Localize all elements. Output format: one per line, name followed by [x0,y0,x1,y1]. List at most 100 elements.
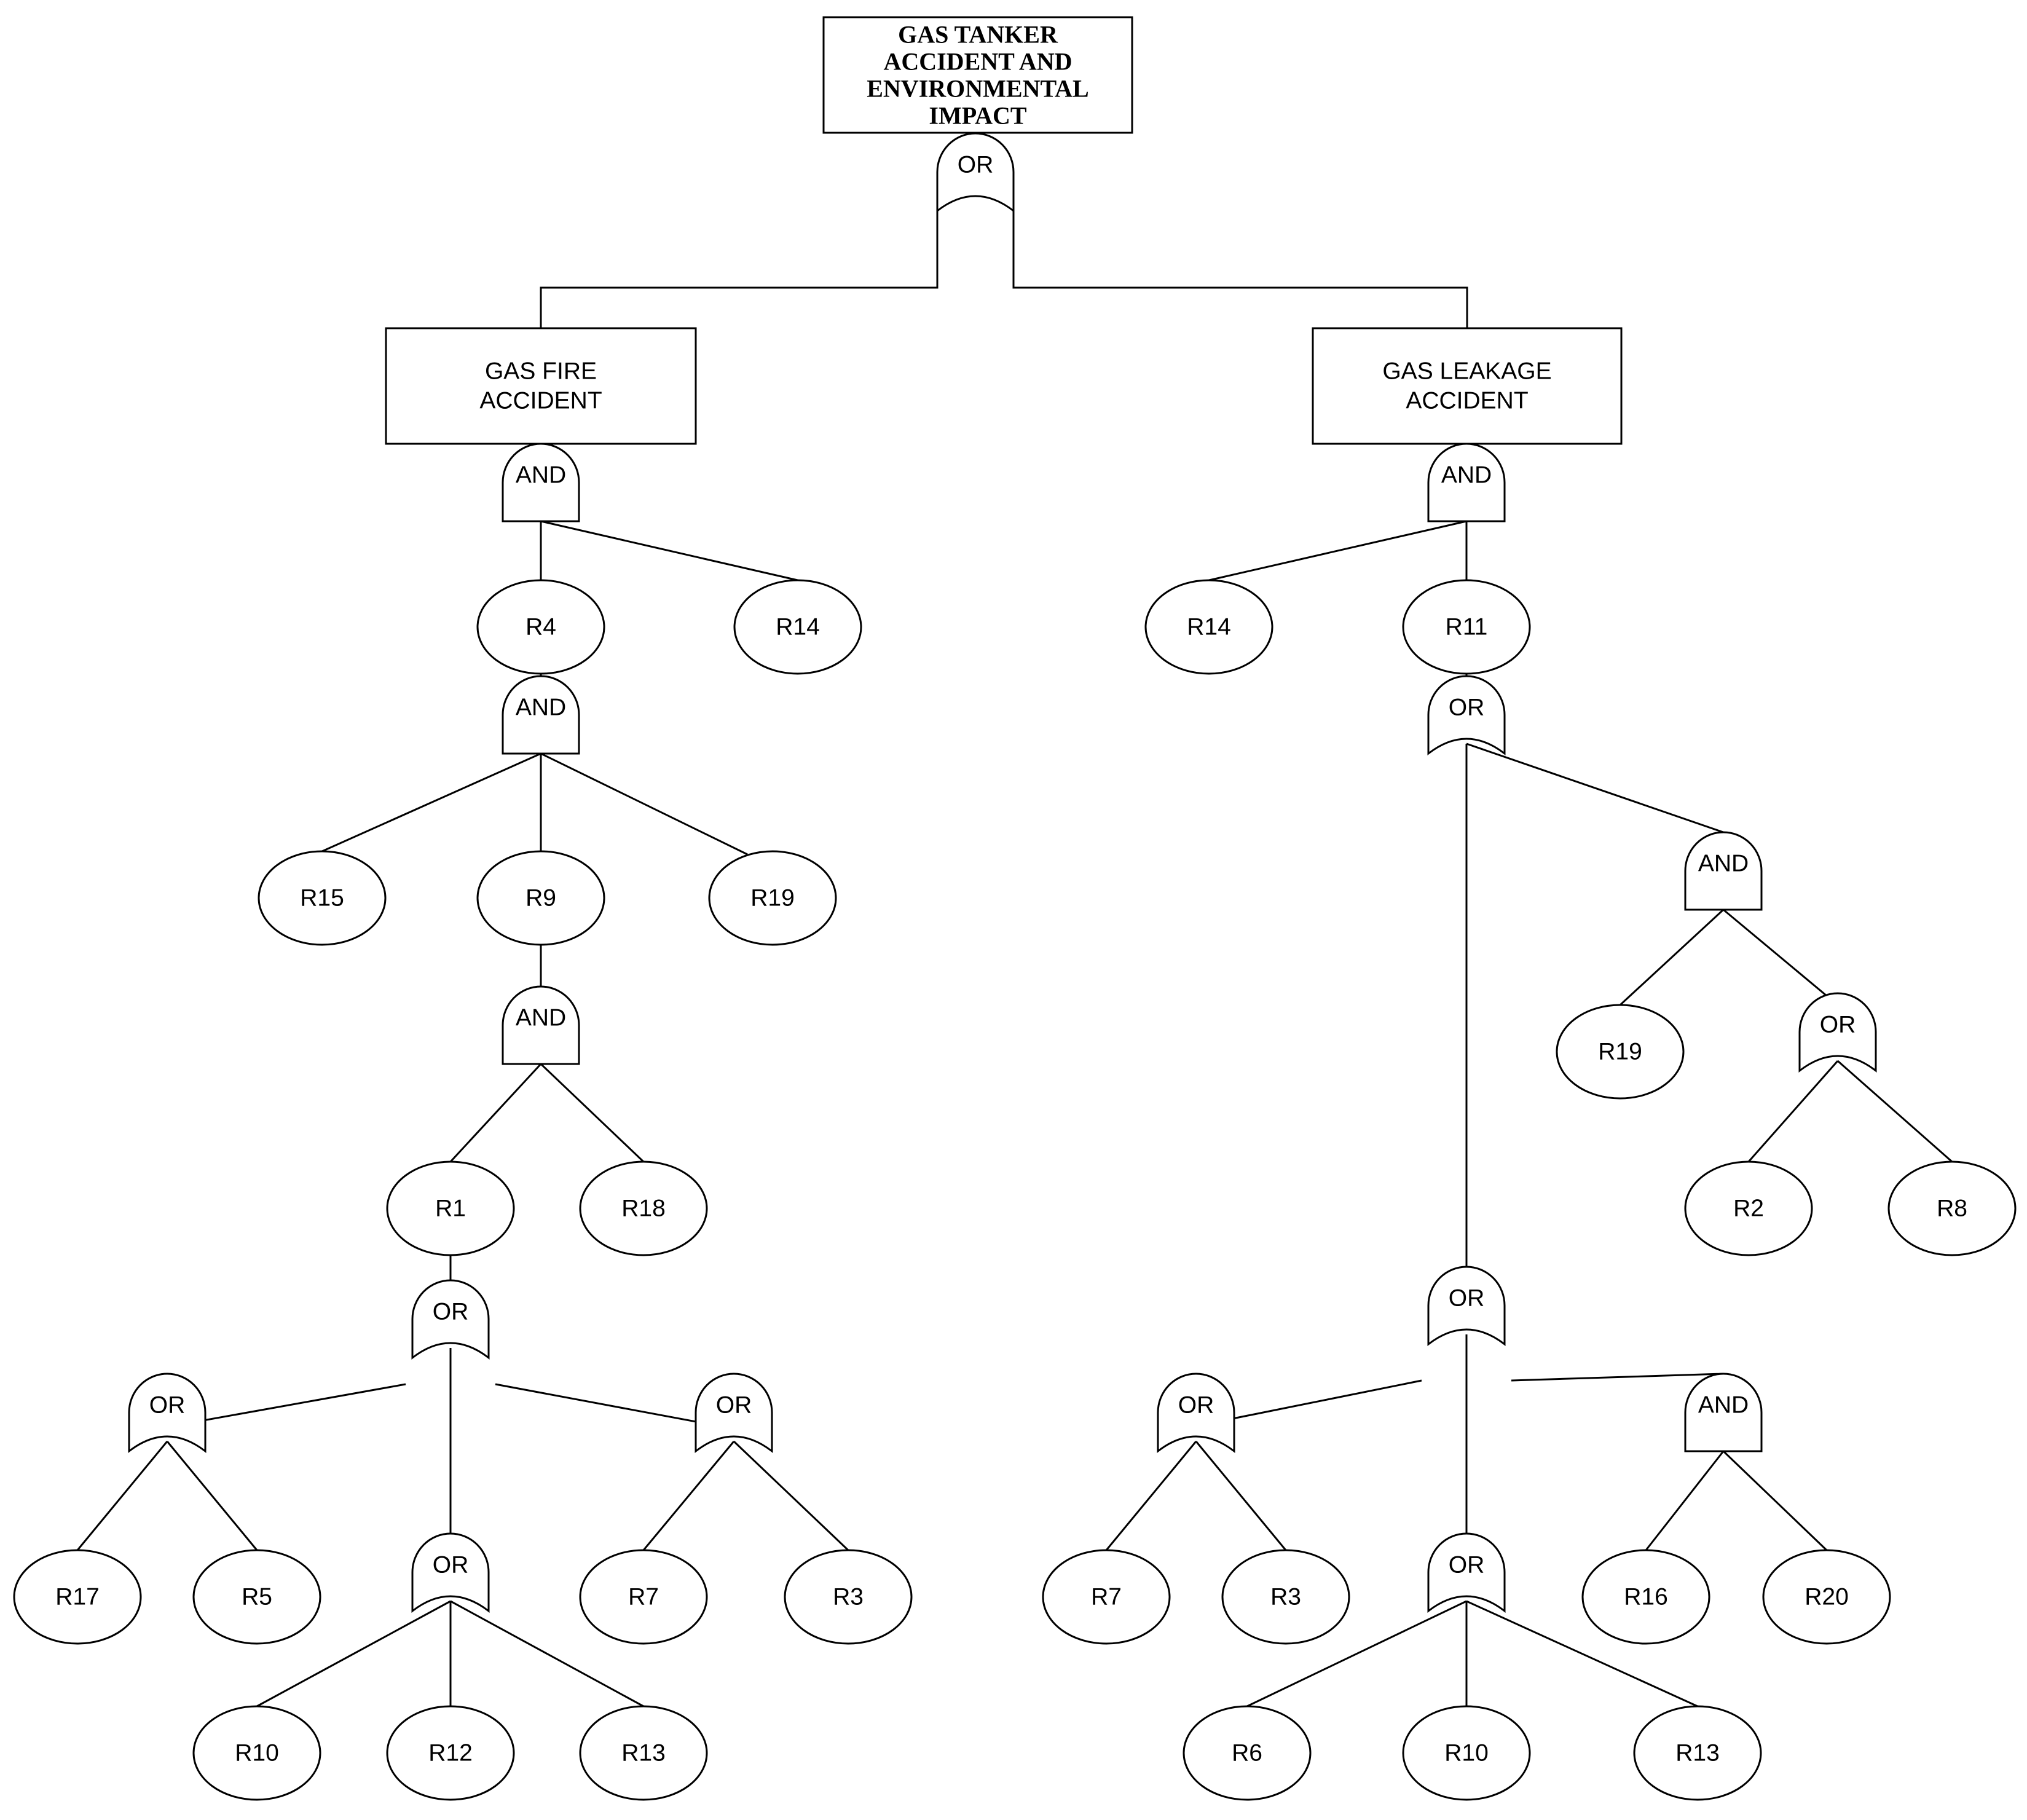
and-gate-gL8-shape [1684,1373,1763,1452]
basic-event-l-r8-label: R8 [1937,1196,1967,1222]
or-gate-gL2-label: OR [1449,695,1485,721]
basic-event-f-r1-label: R1 [435,1196,466,1222]
basic-event-l-r14-label: R14 [1187,614,1231,640]
top-event-box-border [822,16,1133,134]
basic-event-l-r2-ellipse [1684,1160,1813,1256]
and-gate-gL3-shape [1684,831,1763,911]
or-gate-gF5-shape [128,1373,207,1454]
basic-event-l-r13-label: R13 [1675,1740,1720,1767]
basic-event-f-r19-ellipse [708,850,837,946]
basic-event-f-r7: R7 [579,1549,708,1645]
basic-event-l-r2: R2 [1684,1160,1813,1256]
or-gate-gF5-label: OR [149,1392,186,1419]
basic-event-f-r18: R18 [579,1160,708,1256]
and-gate-gL3: AND [1684,831,1763,911]
basic-event-f-r4: R4 [476,579,605,675]
basic-event-f-r18-label: R18 [621,1196,666,1222]
connector-lines [76,132,1953,1708]
or-gate-gL4-shape [1798,992,1877,1073]
basic-event-f-r12-label: R12 [428,1740,473,1767]
or-gate-gF6-shape [695,1373,773,1454]
basic-event-l-r11-ellipse [1402,579,1531,675]
and-gate-gF1-shape [502,443,580,522]
basic-event-l-r10-label: R10 [1444,1740,1489,1767]
basic-event-f-r1: R1 [386,1160,515,1256]
basic-event-f-r5: R5 [192,1549,321,1645]
basic-event-l-r16-ellipse [1581,1549,1710,1645]
or-gate-gL6-label: OR [1178,1392,1214,1419]
basic-event-l-r13-ellipse [1633,1705,1762,1801]
basic-event-f-r9: R9 [476,850,605,946]
or-gate-gL7: OR [1427,1532,1506,1613]
or-gate-g0-label: OR [958,152,994,178]
basic-event-f-r7-label: R7 [628,1584,659,1610]
basic-event-f-r12: R12 [386,1705,515,1801]
gas-leakage-accident-box: GAS LEAKAGE ACCIDENT [1312,327,1623,445]
basic-event-f-r10-label: R10 [235,1740,279,1767]
basic-event-l-r11: R11 [1402,579,1531,675]
basic-event-f-r13: R13 [579,1705,708,1801]
basic-event-l-r7: R7 [1042,1549,1171,1645]
basic-event-f-r19: R19 [708,850,837,946]
gas-leakage-accident-box-label-line: GAS LEAKAGE [1382,358,1551,385]
basic-event-l-r13: R13 [1633,1705,1762,1801]
basic-event-f-r18-ellipse [579,1160,708,1256]
basic-event-l-r16-label: R16 [1624,1584,1668,1610]
basic-event-l-r6-label: R6 [1232,1740,1262,1767]
or-gate-gL4-label: OR [1820,1012,1856,1038]
or-gate-gL5: OR [1427,1266,1506,1347]
or-gate-gL7-shape [1427,1532,1506,1613]
or-gate-gF7-label: OR [433,1552,469,1578]
basic-event-f-r5-ellipse [192,1549,321,1645]
basic-event-l-r10: R10 [1402,1705,1531,1801]
basic-event-f-r15-label: R15 [300,885,344,912]
or-gate-gF4-shape [411,1279,490,1360]
basic-event-l-r3-label: R3 [1270,1584,1301,1610]
basic-event-l-r19: R19 [1556,1004,1685,1100]
basic-event-l-r20: R20 [1762,1549,1891,1645]
basic-event-l-r14: R14 [1144,579,1273,675]
and-gate-gF3: AND [502,985,580,1065]
basic-event-f-r3-ellipse [784,1549,913,1645]
or-gate-gL2-shape [1427,675,1506,756]
or-gate-gL7-label: OR [1449,1552,1485,1578]
and-gate-gF2: AND [502,675,580,755]
or-gate-gF5: OR [128,1373,207,1454]
basic-event-l-r2-label: R2 [1733,1196,1764,1222]
basic-event-l-r16: R16 [1581,1549,1710,1645]
basic-event-f-r4-label: R4 [525,614,556,640]
and-gate-gL3-label: AND [1698,851,1749,877]
and-gate-gF2-label: AND [516,695,566,721]
and-gate-gF1-label: AND [516,462,566,489]
or-gate-gF6: OR [695,1373,773,1454]
gas-leakage-accident-box-border [1312,327,1623,445]
basic-event-f-r15: R15 [258,850,387,946]
basic-event-l-r11-label: R11 [1446,614,1488,640]
or-gate-gL5-shape [1427,1266,1506,1347]
basic-event-f-r14-ellipse [733,579,862,675]
basic-event-f-r13-ellipse [579,1705,708,1801]
basic-event-f-r4-ellipse [476,579,605,675]
and-gate-gL8: AND [1684,1373,1763,1452]
basic-event-l-r6-ellipse [1183,1705,1312,1801]
basic-event-f-r14: R14 [733,579,862,675]
basic-event-l-r8: R8 [1887,1160,2017,1256]
or-gate-gF6-label: OR [716,1392,752,1419]
or-gate-gF7: OR [411,1532,490,1613]
basic-event-f-r10-ellipse [192,1705,321,1801]
basic-event-f-r9-label: R9 [525,885,556,912]
basic-event-f-r15-ellipse [258,850,387,946]
top-event-box-label-line: ACCIDENT AND [883,48,1072,76]
gas-leakage-accident-box-label-line: ACCIDENT [1406,388,1528,414]
or-gate-gL5-label: OR [1449,1285,1485,1312]
top-event-box-label-line: GAS TANKER [898,21,1058,49]
or-gate-gL2: OR [1427,675,1506,756]
gas-fire-accident-box-border [385,327,697,445]
or-gate-gL6-shape [1157,1373,1235,1454]
and-gate-gF3-label: AND [516,1005,566,1031]
basic-event-l-r14-ellipse [1144,579,1273,675]
basic-event-f-r3-label: R3 [833,1584,864,1610]
or-gate-gL6: OR [1157,1373,1235,1454]
